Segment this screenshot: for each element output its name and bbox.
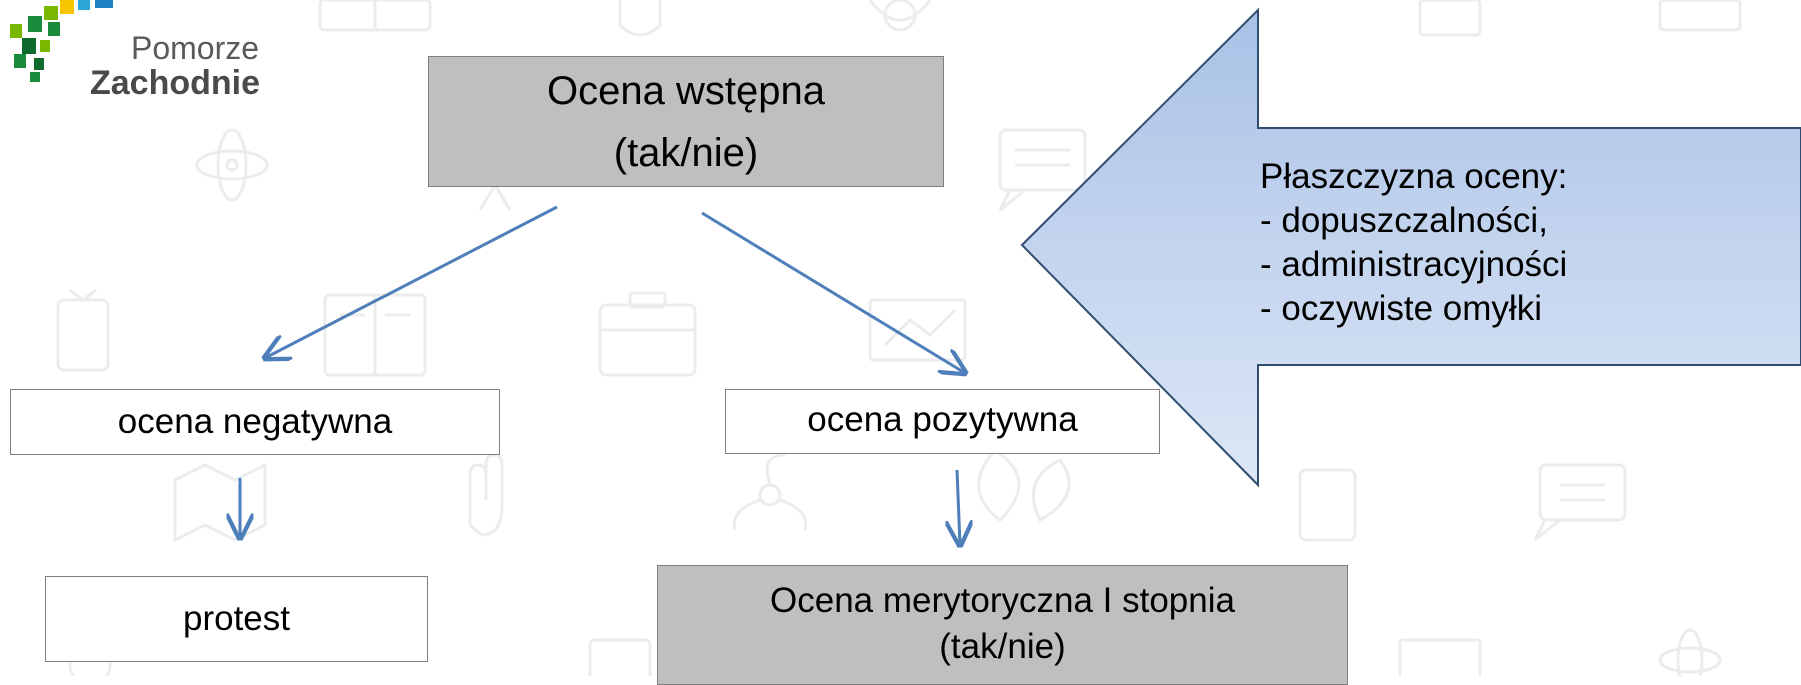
chat-icon (998, 128, 1087, 212)
logo-text-pomorze: Pomorze (131, 30, 260, 66)
leaf-icon (868, 0, 932, 32)
arrow-to-positive (701, 211, 965, 373)
arrow-to-merit (957, 469, 960, 545)
hand-icon (468, 453, 504, 537)
atom-icon (732, 453, 808, 531)
negative-assessment-label: ocena negatywna (117, 402, 393, 441)
book-icon (323, 293, 427, 377)
callout-item: - dopuszczalności, (1260, 201, 1548, 240)
atom-icon (195, 128, 269, 202)
initial-assessment-box: Ocena wstępna (tak/nie) (428, 56, 944, 187)
arrow-to-negative (265, 205, 558, 358)
atom-icon (1658, 628, 1722, 676)
merit-assessment-box: Ocena merytoryczna I stopnia (tak/nie) (657, 565, 1348, 685)
callout-item: - administracyjności (1260, 245, 1568, 284)
chat-icon (1533, 463, 1627, 542)
callout-item: - oczywiste omyłki (1260, 289, 1542, 328)
initial-assessment-title: Ocena wstępna (547, 68, 825, 113)
merit-assessment-options: (tak/nie) (939, 627, 1066, 666)
logo-mark (10, 0, 113, 82)
presentation-icon (1418, 0, 1482, 37)
tv-icon (56, 288, 110, 372)
positive-assessment-label: ocena pozytywna (807, 400, 1078, 439)
logo-text-zachodnie: Zachodnie (90, 64, 261, 102)
protest-label: protest (183, 599, 290, 638)
tower-icon (478, 184, 512, 211)
negative-assessment-box: ocena negatywna (10, 389, 500, 455)
initial-assessment-options: (tak/nie) (613, 130, 759, 175)
callout-heading: Płaszczyzna oceny: (1260, 157, 1568, 196)
briefcase-icon (598, 291, 697, 377)
positive-assessment-box: ocena pozytywna (725, 389, 1160, 454)
map-icon (173, 462, 267, 543)
presentation-icon (1398, 638, 1482, 676)
merit-assessment-title: Ocena merytoryczna I stopnia (770, 581, 1235, 620)
chat-icon (1658, 0, 1742, 32)
callout-text: Płaszczyzna oceny: - dopuszczalności, - … (1260, 155, 1567, 331)
tv-icon (588, 638, 652, 676)
tv-icon (1298, 468, 1357, 542)
book-icon (318, 0, 432, 32)
protest-box: protest (45, 576, 428, 662)
hand-icon (618, 0, 662, 37)
